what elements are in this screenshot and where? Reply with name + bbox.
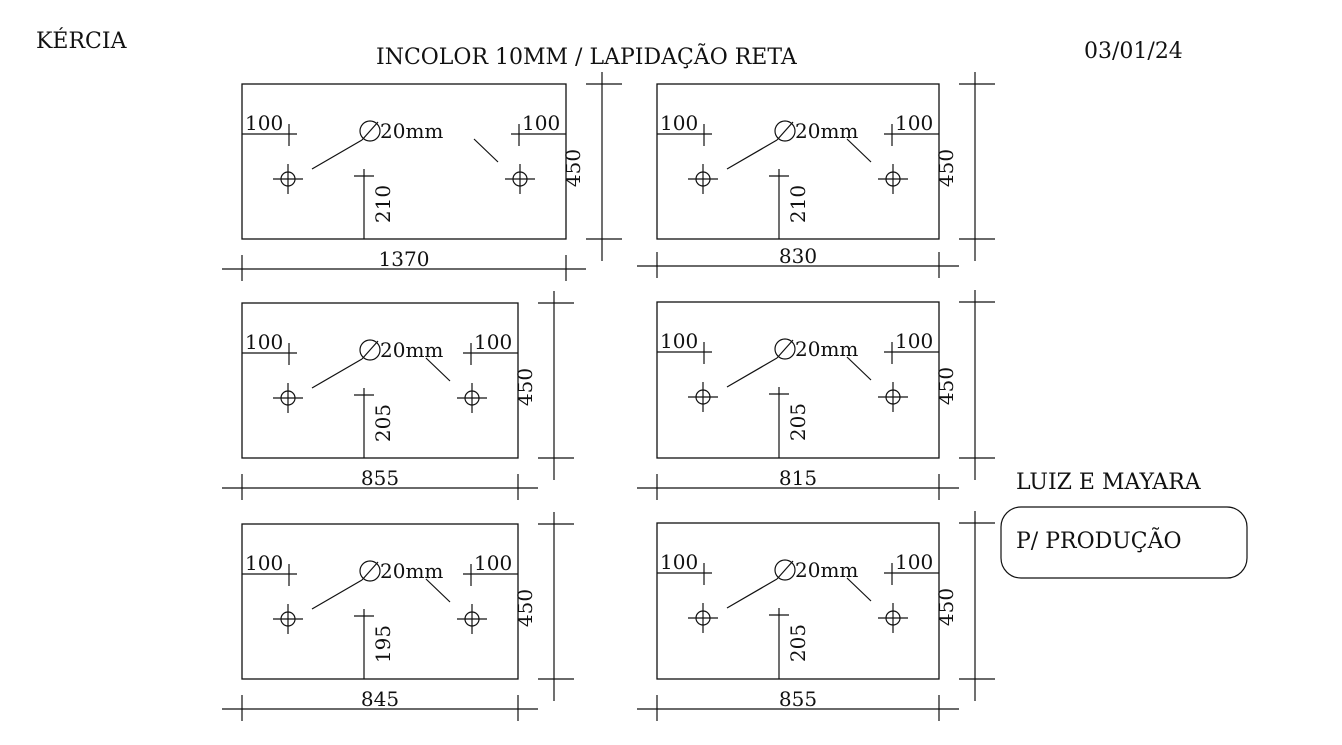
panel-outline (241, 83, 567, 240)
panel-outline (656, 83, 940, 240)
hole-offset-label: 205 (371, 404, 395, 442)
hole-offset-label: 210 (786, 185, 810, 223)
diameter-slash (361, 121, 379, 141)
leader-left (311, 358, 363, 389)
diameter-symbol (774, 559, 796, 581)
panel-4: 100 100 20mm 205 450 815 (637, 290, 995, 500)
diameter-slash (776, 121, 794, 141)
drawing-title: INCOLOR 10MM / LAPIDAÇÃO RETA (376, 42, 798, 70)
panel-5: 100 100 20mm 195 450 845 (222, 512, 574, 721)
hole-diameter-label: 20mm (795, 558, 858, 582)
client-name: KÉRCIA (36, 27, 128, 54)
height-label: 450 (561, 149, 585, 187)
width-label: 1370 (379, 247, 430, 271)
edge-label-right: 100 (895, 329, 933, 353)
leader-left (311, 579, 363, 610)
edge-label-right: 100 (895, 550, 933, 574)
leader-left (726, 357, 778, 388)
panel-outline (241, 302, 519, 459)
width-label: 815 (779, 466, 817, 490)
production-stamp-box (1000, 506, 1248, 579)
edge-label-left: 100 (245, 330, 283, 354)
panel-6: 100 100 20mm 205 450 855 (637, 511, 995, 721)
edge-label-left: 100 (660, 550, 698, 574)
diameter-symbol (359, 120, 381, 142)
diameter-symbol (359, 560, 381, 582)
recipient-note: LUIZ E MAYARA (1016, 470, 1202, 495)
panel-outline (656, 522, 940, 680)
panel-2: 100 100 20mm 210 450 830 (637, 72, 995, 278)
edge-label-left: 100 (245, 111, 283, 135)
hole-offset-label: 195 (371, 625, 395, 663)
edge-label-left: 100 (660, 111, 698, 135)
panel-3: 100 100 20mm 205 450 855 (222, 291, 574, 500)
leader-right (425, 578, 451, 603)
edge-label-right: 100 (474, 330, 512, 354)
leader-right (846, 138, 872, 163)
diameter-slash (361, 561, 379, 581)
diameter-slash (361, 340, 379, 360)
edge-label-right: 100 (895, 111, 933, 135)
diameter-slash (776, 339, 794, 359)
hole-diameter-label: 20mm (380, 559, 443, 583)
diameter-slash (776, 560, 794, 580)
height-label: 450 (934, 588, 958, 626)
hole-diameter-label: 20mm (380, 119, 443, 143)
panel-outline (656, 301, 940, 459)
leader-left (311, 139, 363, 170)
width-label: 845 (361, 687, 399, 711)
leader-left (726, 139, 778, 170)
hole-offset-label: 205 (786, 624, 810, 662)
leader-left (726, 578, 778, 609)
diameter-symbol (774, 338, 796, 360)
height-label: 450 (513, 589, 537, 627)
production-stamp: P/ PRODUÇÃO (1016, 526, 1182, 554)
leader-right (425, 357, 451, 382)
drawing-date: 03/01/24 (1084, 39, 1183, 64)
hole-diameter-label: 20mm (795, 337, 858, 361)
leader-right (473, 138, 499, 163)
edge-label-left: 100 (660, 329, 698, 353)
leader-right (846, 356, 872, 381)
hole-offset-label: 205 (786, 403, 810, 441)
hole-diameter-label: 20mm (795, 119, 858, 143)
width-label: 830 (779, 244, 817, 268)
width-label: 855 (361, 466, 399, 490)
diameter-symbol (774, 120, 796, 142)
height-label: 450 (934, 149, 958, 187)
height-label: 450 (934, 367, 958, 405)
diameter-symbol (359, 339, 381, 361)
hole-diameter-label: 20mm (380, 338, 443, 362)
leader-right (846, 577, 872, 602)
hole-offset-label: 210 (371, 185, 395, 223)
panel-1: 100 100 20mm 210 450 1370 (222, 72, 622, 281)
edge-label-left: 100 (245, 551, 283, 575)
edge-label-right: 100 (522, 111, 560, 135)
width-label: 855 (779, 687, 817, 711)
edge-label-right: 100 (474, 551, 512, 575)
height-label: 450 (513, 368, 537, 406)
panel-outline (241, 523, 519, 680)
